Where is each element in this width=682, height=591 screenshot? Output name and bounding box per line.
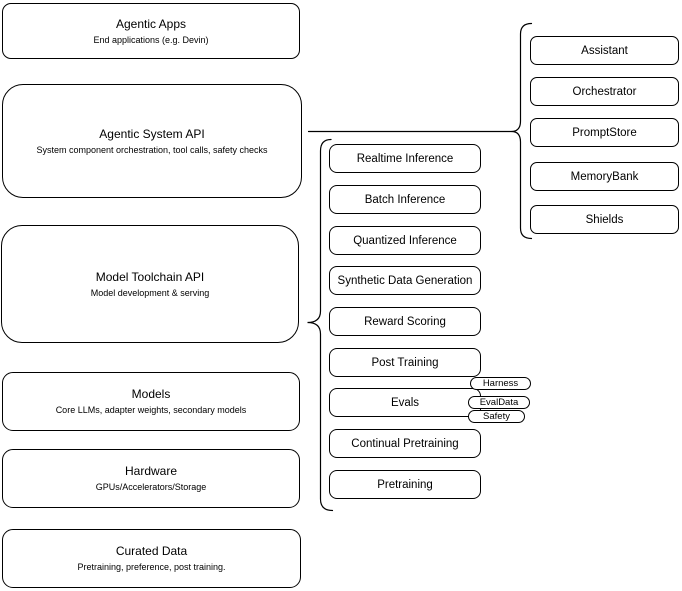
node-label: Orchestrator <box>572 85 637 98</box>
node-title: Models <box>131 387 171 401</box>
node-label: Realtime Inference <box>356 152 454 165</box>
node-subtitle: GPUs/Accelerators/Storage <box>95 482 207 492</box>
component-memorybank: MemoryBank <box>530 162 679 191</box>
node-label: PromptStore <box>572 126 637 139</box>
toolchain-item-evals: Evals <box>329 388 481 417</box>
component-assistant: Assistant <box>530 36 679 65</box>
node-label: Pretraining <box>377 478 433 491</box>
node-label: Evals <box>390 396 420 409</box>
node-models: Models Core LLMs, adapter weights, secon… <box>2 372 300 431</box>
node-subtitle: Model development & serving <box>90 287 210 298</box>
node-label: Assistant <box>581 44 628 57</box>
node-agentic-apps: Agentic Apps End applications (e.g. Devi… <box>2 3 300 59</box>
node-title: Hardware <box>124 464 178 478</box>
component-promptstore: PromptStore <box>530 118 679 147</box>
node-label: Quantized Inference <box>353 234 457 247</box>
toolchain-item-batch-inference: Batch Inference <box>329 185 481 214</box>
node-title: Agentic Apps <box>115 16 187 31</box>
components-brace <box>511 22 533 240</box>
node-title: Agentic System API <box>99 126 205 141</box>
node-title: Curated Data <box>115 544 188 558</box>
node-curated-data: Curated Data Pretraining, preference, po… <box>2 529 301 588</box>
pill-label: Safety <box>483 411 510 422</box>
toolchain-item-continual-pretraining: Continual Pretraining <box>329 429 481 458</box>
component-shields: Shields <box>530 205 679 234</box>
node-subtitle: System component orchestration, tool cal… <box>36 144 268 155</box>
node-model-toolchain-api: Model Toolchain API Model development & … <box>1 225 299 343</box>
pill-label: EvalData <box>479 397 519 408</box>
component-orchestrator: Orchestrator <box>530 77 679 106</box>
node-label: Continual Pretraining <box>351 437 459 450</box>
node-subtitle: Pretraining, preference, post training. <box>77 562 226 572</box>
eval-tag-evaldata: EvalData <box>468 396 530 409</box>
node-label: Post Training <box>371 356 439 369</box>
toolchain-item-realtime-inference: Realtime Inference <box>329 144 481 173</box>
node-label: Synthetic Data Generation <box>337 274 473 287</box>
toolchain-item-reward-scoring: Reward Scoring <box>329 307 481 336</box>
toolchain-item-post-training: Post Training <box>329 348 481 377</box>
node-agentic-system-api: Agentic System API System component orch… <box>2 84 302 198</box>
node-label: Reward Scoring <box>364 315 446 328</box>
pill-label: Harness <box>482 378 519 389</box>
node-label: Batch Inference <box>364 193 446 206</box>
node-label: MemoryBank <box>570 170 639 183</box>
eval-tag-harness: Harness <box>470 377 531 390</box>
eval-tag-safety: Safety <box>468 410 525 423</box>
node-subtitle: Core LLMs, adapter weights, secondary mo… <box>55 405 247 415</box>
node-hardware: Hardware GPUs/Accelerators/Storage <box>2 449 300 508</box>
toolchain-item-quantized-inference: Quantized Inference <box>329 226 481 255</box>
node-label: Shields <box>585 213 624 226</box>
node-subtitle: End applications (e.g. Devin) <box>93 34 209 45</box>
node-title: Model Toolchain API <box>95 269 205 284</box>
toolchain-item-synthetic-data-generation: Synthetic Data Generation <box>329 266 481 295</box>
toolchain-item-pretraining: Pretraining <box>329 470 481 499</box>
